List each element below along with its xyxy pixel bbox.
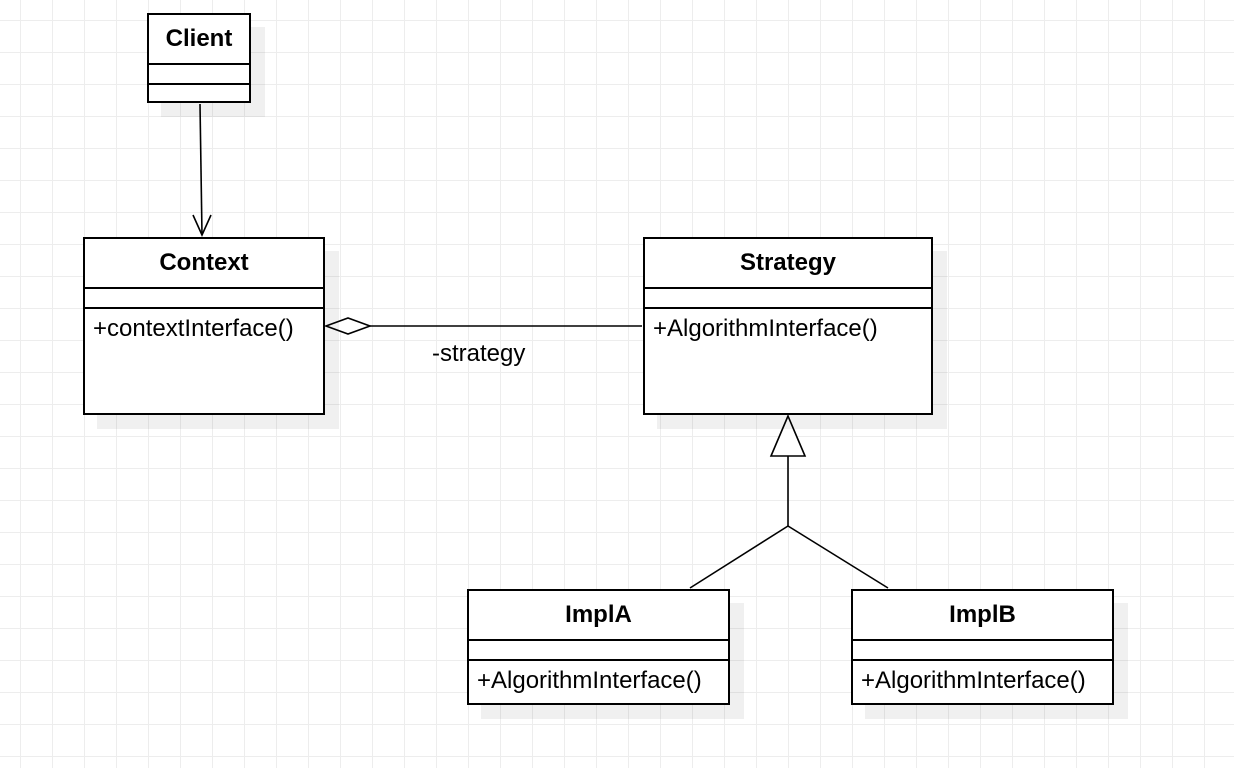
class-impl-a-name: ImplA bbox=[469, 591, 728, 641]
generalization-triangle bbox=[769, 413, 807, 457]
class-client-attributes bbox=[149, 65, 249, 85]
class-client-operations bbox=[149, 85, 249, 101]
class-context[interactable]: Context +contextInterface() bbox=[83, 237, 325, 415]
class-impl-a-attributes bbox=[469, 641, 728, 661]
strategy-role-label: -strategy bbox=[432, 340, 526, 367]
class-impl-b-name: ImplB bbox=[853, 591, 1112, 641]
class-strategy-attributes bbox=[645, 289, 931, 309]
client-context-arrow-line[interactable] bbox=[199, 103, 203, 236]
class-impl-b[interactable]: ImplB +AlgorithmInterface() bbox=[851, 589, 1114, 705]
class-impl-a-operation: +AlgorithmInterface() bbox=[477, 667, 702, 694]
client-context-arrowhead bbox=[192, 214, 212, 237]
class-client[interactable]: Client bbox=[147, 13, 251, 103]
class-context-name: Context bbox=[85, 239, 323, 289]
aggregation-diamond bbox=[323, 317, 373, 335]
class-client-name: Client bbox=[149, 15, 249, 65]
generalization-branch-impl-b[interactable] bbox=[787, 525, 889, 589]
class-context-attributes bbox=[85, 289, 323, 309]
class-impl-a[interactable]: ImplA +AlgorithmInterface() bbox=[467, 589, 730, 705]
generalization-branch-impl-a[interactable] bbox=[689, 525, 789, 589]
class-strategy[interactable]: Strategy +AlgorithmInterface() bbox=[643, 237, 933, 415]
class-strategy-name: Strategy bbox=[645, 239, 931, 289]
class-strategy-operation: +AlgorithmInterface() bbox=[653, 315, 878, 342]
class-impl-b-attributes bbox=[853, 641, 1112, 661]
class-impl-b-operation: +AlgorithmInterface() bbox=[861, 667, 1086, 694]
class-context-operation: +contextInterface() bbox=[93, 315, 294, 342]
